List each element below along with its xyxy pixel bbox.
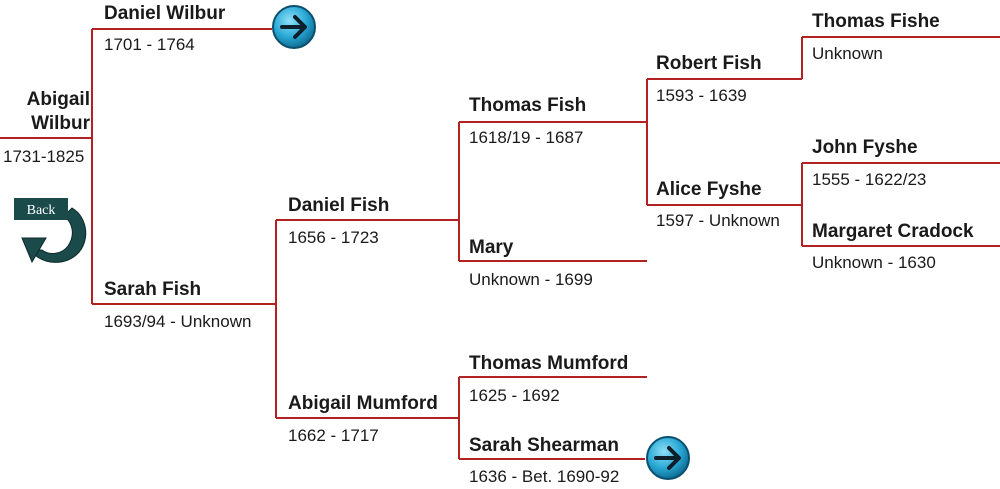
person-dates-abigail-mumford: 1662 - 1717 [288,426,379,445]
person-name-daniel-wilbur[interactable]: Daniel Wilbur [104,3,226,24]
person-dates-sarah-shearman: 1636 - Bet. 1690-92 [469,467,620,486]
person-name-daniel-fish[interactable]: Daniel Fish [288,195,390,216]
root-person-name[interactable]: Abigail Wilbur [0,88,90,136]
arrow-right-icon [646,436,690,480]
back-arrow-icon: Back [14,198,87,264]
person-dates-thomas-fishe: Unknown [812,44,883,63]
person-dates-margaret-cradock: Unknown - 1630 [812,253,936,272]
person-dates-thomas-mumford: 1625 - 1692 [469,386,560,405]
person-dates-daniel-wilbur: 1701 - 1764 [104,35,195,54]
person-name-alice-fyshe[interactable]: Alice Fyshe [656,179,762,200]
person-name-sarah-shearman[interactable]: Sarah Shearman [469,435,619,456]
back-button[interactable]: Back [12,196,90,273]
person-name-mary[interactable]: Mary [469,237,514,258]
person-dates-sarah-fish: 1693/94 - Unknown [104,312,252,331]
expand-daniel-wilbur-button[interactable] [271,4,317,50]
person-name-thomas-mumford[interactable]: Thomas Mumford [469,353,629,374]
root-name-first: Abigail [26,89,90,110]
person-name-thomas-fish[interactable]: Thomas Fish [469,95,587,116]
person-name-margaret-cradock[interactable]: Margaret Cradock [812,221,974,242]
root-person-dates: 1731-1825 [3,147,85,166]
root-name-last: Wilbur [31,113,90,134]
person-name-robert-fish[interactable]: Robert Fish [656,53,762,74]
expand-sarah-shearman-button[interactable] [645,435,691,481]
person-dates-daniel-fish: 1656 - 1723 [288,228,379,247]
person-dates-thomas-fish: 1618/19 - 1687 [469,128,584,147]
person-dates-john-fyshe: 1555 - 1622/23 [812,170,927,189]
person-dates-mary: Unknown - 1699 [469,270,593,289]
person-dates-robert-fish: 1593 - 1639 [656,86,747,105]
person-dates-alice-fyshe: 1597 - Unknown [656,211,780,230]
person-name-sarah-fish[interactable]: Sarah Fish [104,279,202,300]
back-label: Back [27,203,56,218]
person-name-abigail-mumford[interactable]: Abigail Mumford [288,393,438,414]
person-name-john-fyshe[interactable]: John Fyshe [812,137,918,158]
arrow-right-icon [272,5,316,49]
person-name-thomas-fishe[interactable]: Thomas Fishe [812,11,940,32]
